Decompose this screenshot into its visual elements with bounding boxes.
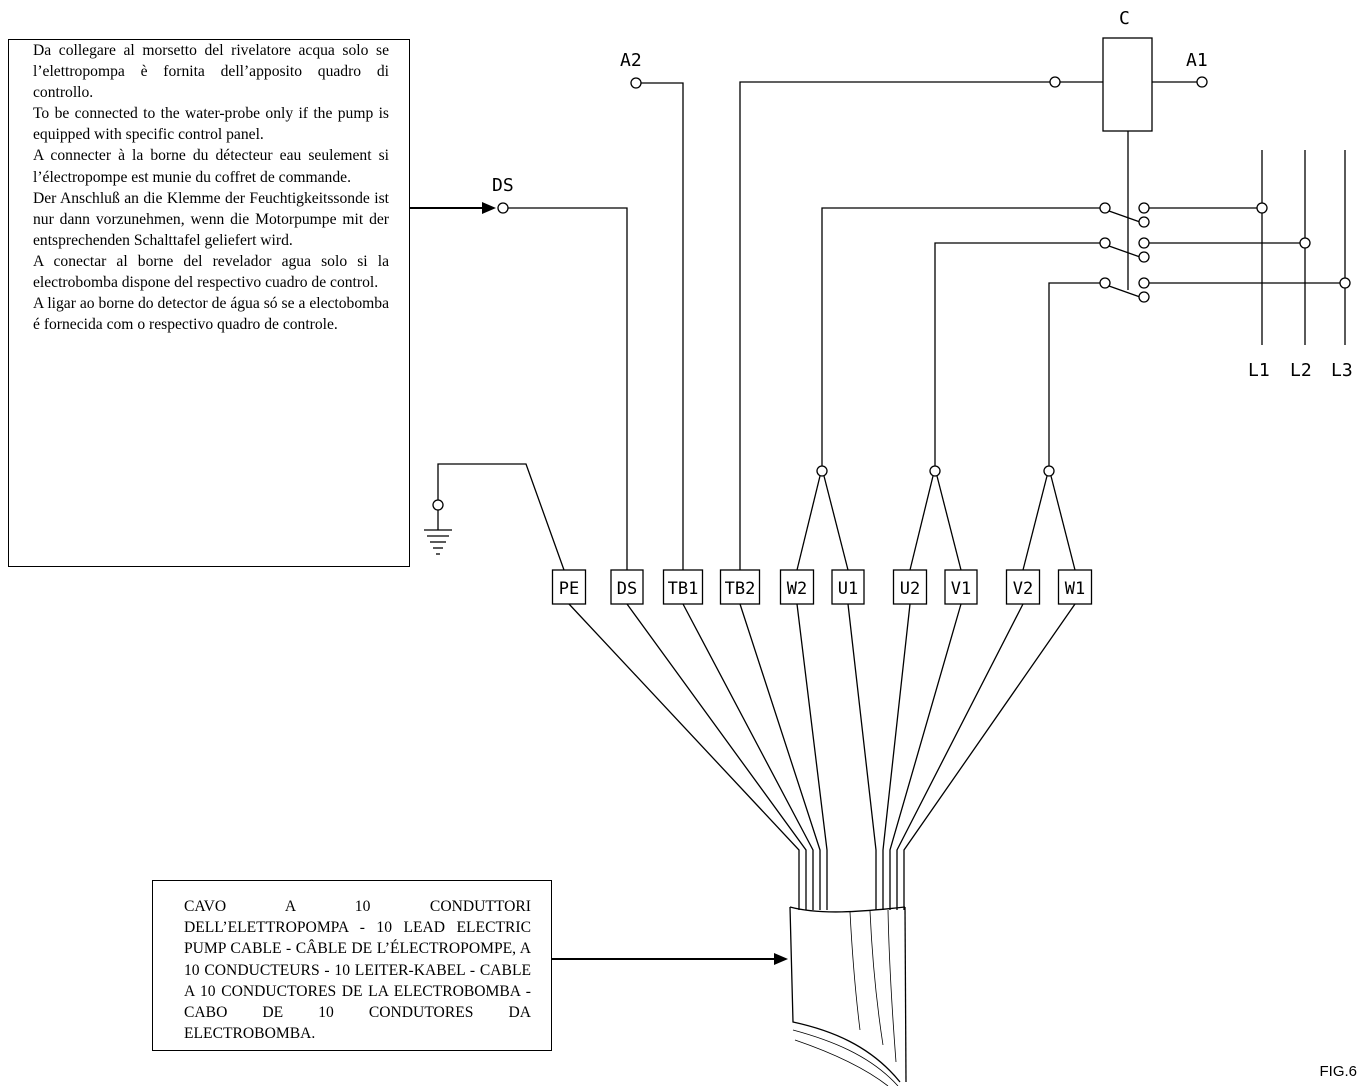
terminal-label-ds: DS xyxy=(617,579,637,599)
line-label-l3: L3 xyxy=(1331,360,1353,381)
conductor-u1 xyxy=(847,603,877,910)
cable-arrow xyxy=(552,953,788,965)
conductor-ds xyxy=(626,603,807,910)
terminal-label-u2: U2 xyxy=(900,579,920,599)
contact-l1 xyxy=(821,202,1268,466)
supply-lines xyxy=(1261,150,1346,345)
note-spanish: A conectar al borne del revelador agua s… xyxy=(33,252,389,292)
ds-label: DS xyxy=(492,175,514,196)
terminal-box-tb2 xyxy=(719,569,761,605)
line-label-l1: L1 xyxy=(1248,360,1270,381)
note-english: To be connected to the water-probe only … xyxy=(33,105,389,144)
ground-icon xyxy=(424,463,565,571)
terminal-box-u1 xyxy=(831,569,865,605)
conductor-tb1 xyxy=(682,603,814,910)
terminal-box-tb1 xyxy=(662,569,704,605)
terminal-label-tb1: TB1 xyxy=(668,579,699,599)
a2-wire xyxy=(630,77,684,570)
note-italian: Da collegare al morsetto del rivelatore … xyxy=(33,42,389,102)
terminal-label-w1: W1 xyxy=(1065,579,1085,599)
water-probe-note: Da collegare al morsetto del rivelatore … xyxy=(8,39,410,567)
conductor-w1 xyxy=(903,603,1076,910)
contactor-label: C xyxy=(1119,8,1130,29)
terminal-block: PE DS TB1 TB2 W2 U1 U2 V1 V2 W1 xyxy=(551,569,1093,605)
cable-conductors xyxy=(568,603,1076,910)
contactor xyxy=(739,37,1208,570)
terminal-label-w2: W2 xyxy=(787,579,807,599)
terminal-label-pe: PE xyxy=(559,579,579,599)
terminal-label-u1: U1 xyxy=(838,579,858,599)
conductor-u2 xyxy=(882,603,911,910)
note-portuguese: A ligar ao borne do detector de água só … xyxy=(33,295,389,334)
terminal-box-u2 xyxy=(892,569,928,605)
terminal-label-v2: V2 xyxy=(1013,579,1033,599)
conductor-w2 xyxy=(796,603,828,910)
terminal-label-tb2: TB2 xyxy=(725,579,756,599)
cable-sheath xyxy=(789,906,907,1086)
figure-label: FIG.6 xyxy=(1319,1063,1357,1080)
note-german: Der Anschluß an die Klemme der Feuchtigk… xyxy=(33,189,389,249)
winding-forks xyxy=(796,465,1076,571)
note-french: A connecter à la borne du détecteur eau … xyxy=(33,147,389,186)
conductor-pe xyxy=(568,603,800,910)
conductor-v1 xyxy=(889,603,962,910)
terminal-box-v1 xyxy=(944,569,978,605)
contact-l3 xyxy=(1048,277,1351,466)
contact-l2 xyxy=(934,237,1311,466)
conductor-tb2 xyxy=(739,603,821,910)
conductor-v2 xyxy=(896,603,1024,910)
ds-wire xyxy=(497,202,628,570)
cable-note-text: CAVO A 10 CONDUTTORI DELL’ELETTROPOMPA -… xyxy=(184,898,531,1043)
terminal-label-v1: V1 xyxy=(951,579,971,599)
cable-note: CAVO A 10 CONDUTTORI DELL’ELETTROPOMPA -… xyxy=(152,880,552,1051)
a2-label: A2 xyxy=(620,50,642,71)
a1-label: A1 xyxy=(1186,50,1208,71)
ds-arrow xyxy=(410,202,496,214)
terminal-box-ds xyxy=(610,569,644,605)
line-label-l2: L2 xyxy=(1290,360,1312,381)
